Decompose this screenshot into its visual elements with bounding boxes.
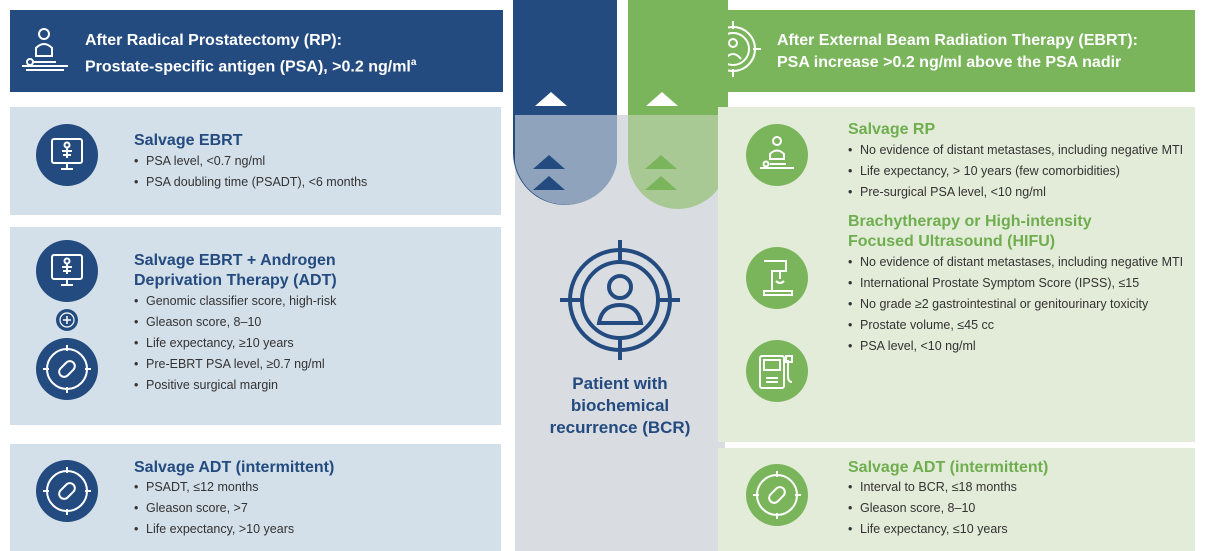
list-item: Positive surgical margin xyxy=(134,377,494,394)
list-item: Life expectancy, >10 years xyxy=(134,521,494,538)
list-item: PSA doubling time (PSADT), <6 months xyxy=(134,174,494,191)
ultrasound-device-icon xyxy=(746,340,808,402)
list-item: Life expectancy, ≥10 years xyxy=(134,335,494,352)
patient-target-icon xyxy=(560,240,680,360)
ebrt-header-line2: PSA increase >0.2 ng/ml above the PSA na… xyxy=(777,54,1122,71)
list-item: Gleason score, 8–10 xyxy=(848,500,1193,517)
card-title-line1: Salvage EBRT + Androgen xyxy=(134,252,336,269)
up-arrow-right-1 xyxy=(645,155,677,169)
card-title: Salvage RP xyxy=(848,121,936,138)
list-item: PSA level, <0.7 ng/ml xyxy=(134,153,494,170)
card-title-line1: Brachytherapy or High-intensity xyxy=(848,213,1092,230)
card-salvage-rp: Salvage RP No evidence of distant metast… xyxy=(718,107,1195,442)
up-arrow-right-2 xyxy=(645,176,677,190)
list-item: No grade ≥2 gastrointestinal or genitour… xyxy=(848,296,1193,313)
pill-target-icon xyxy=(36,338,98,400)
bcr-label-line2: biochemical xyxy=(570,396,670,415)
up-arrow-left-1 xyxy=(533,155,565,169)
rp-header-line2: Prostate-specific antigen (PSA), >0.2 ng… xyxy=(85,58,411,76)
list-item: Life expectancy, > 10 years (few comorbi… xyxy=(848,163,1193,180)
bcr-label-line1: Patient with xyxy=(572,374,668,393)
list-item: Gleason score, 8–10 xyxy=(134,314,494,331)
list-item: No evidence of distant metastases, inclu… xyxy=(848,254,1193,271)
up-arrow-right-top xyxy=(646,92,678,106)
list-item: Gleason score, >7 xyxy=(134,500,494,517)
xray-monitor-icon xyxy=(36,240,98,302)
xray-monitor-icon xyxy=(36,124,98,186)
up-arrow-left-2 xyxy=(533,176,565,190)
rp-header-line1: After Radical Prostatectomy (RP): xyxy=(85,32,342,49)
bcr-label: Patient with biochemical recurrence (BCR… xyxy=(515,373,725,439)
list-item: PSADT, ≤12 months xyxy=(134,479,494,496)
rp-header: After Radical Prostatectomy (RP): Prosta… xyxy=(10,10,503,92)
list-item: Pre-EBRT PSA level, ≥0.7 ng/ml xyxy=(134,356,494,373)
list-item: Pre-surgical PSA level, <10 ng/ml xyxy=(848,184,1193,201)
surgeon-patient-icon xyxy=(22,28,68,71)
list-item: No evidence of distant metastases, inclu… xyxy=(848,142,1193,159)
card-title: Salvage EBRT xyxy=(134,132,243,149)
list-item: PSA level, <10 ng/ml xyxy=(848,338,1193,355)
plus-icon xyxy=(56,309,78,331)
bcr-label-line3: recurrence (BCR) xyxy=(549,418,691,437)
card-title: Salvage ADT (intermittent) xyxy=(134,459,335,476)
list-item: International Prostate Symptom Score (IP… xyxy=(848,275,1193,292)
list-item: Interval to BCR, ≤18 months xyxy=(848,479,1193,496)
ebrt-header: After External Beam Radiation Therapy (E… xyxy=(700,10,1195,92)
card-title-line2: Deprivation Therapy (ADT) xyxy=(134,272,337,289)
card-title-line2: Focused Ultrasound (HIFU) xyxy=(848,233,1056,250)
list-item: Prostate volume, ≤45 cc xyxy=(848,317,1193,334)
ebrt-header-line1: After External Beam Radiation Therapy (E… xyxy=(777,32,1138,49)
card-salvage-adt-left: Salvage ADT (intermittent) PSADT, ≤12 mo… xyxy=(10,444,501,551)
card-salvage-adt-right: Salvage ADT (intermittent) Interval to B… xyxy=(718,448,1195,551)
list-item: Genomic classifier score, high-risk xyxy=(134,293,494,310)
surgeon-patient-icon xyxy=(746,124,808,186)
rp-header-superscript: a xyxy=(410,57,417,68)
list-item: Life expectancy, ≤10 years xyxy=(848,521,1193,538)
pill-target-icon xyxy=(36,460,98,522)
card-salvage-ebrt-adt: Salvage EBRT + Androgen Deprivation Ther… xyxy=(10,227,501,425)
card-title: Salvage ADT (intermittent) xyxy=(848,459,1049,476)
up-arrow-left-top xyxy=(535,92,567,106)
pill-target-icon xyxy=(746,464,808,526)
treatment-machine-icon xyxy=(746,247,808,309)
card-salvage-ebrt: Salvage EBRT PSA level, <0.7 ng/ml PSA d… xyxy=(10,107,501,215)
